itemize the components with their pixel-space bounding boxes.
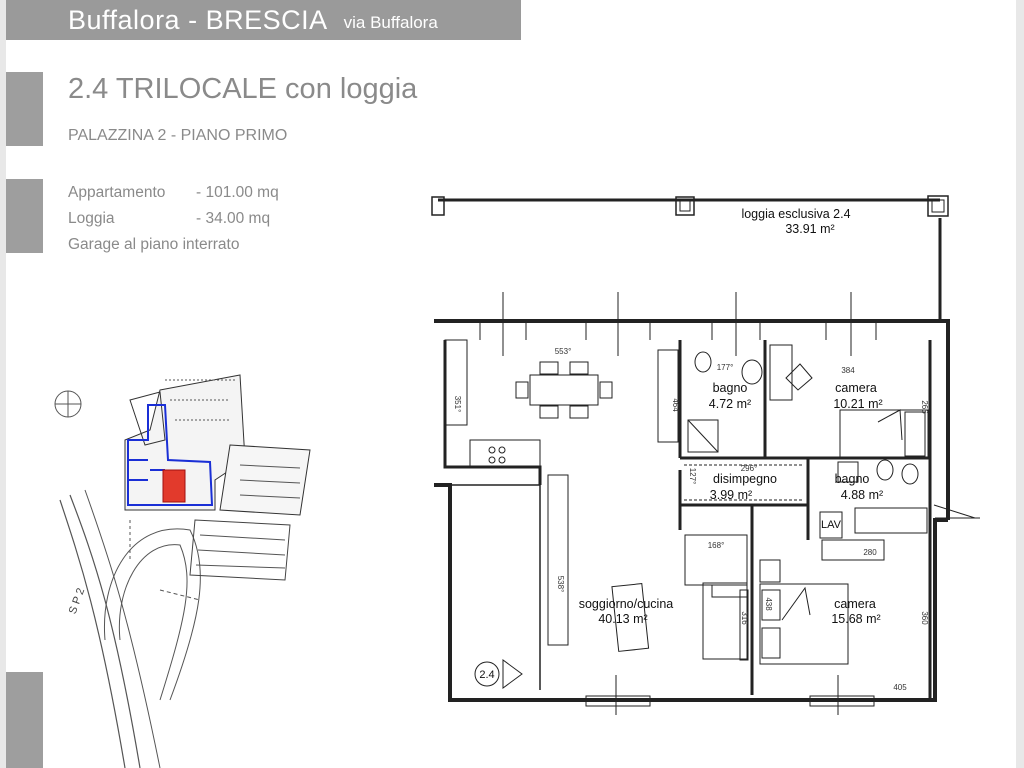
dim-label: 266 [920,400,929,414]
loggia-name: loggia esclusiva 2.4 [741,207,850,221]
side-block-info [6,179,43,253]
dim-label: 405 [893,683,907,692]
dim-label: 384 [841,366,855,375]
svg-text:S P 2: S P 2 [67,587,87,616]
room-area-camera-2: 15.68 m² [831,612,880,626]
room-area-bagno-1: 4.72 m² [709,397,751,411]
room-name-bagno-2: bagno [835,472,870,486]
side-block-title [6,72,43,146]
spec-label: Appartamento [68,184,166,201]
spec-row-loggia: Loggia - 34.00 mq [68,210,270,228]
dim-label: 464 [671,398,680,412]
room-name-disimpegno: disimpegno [713,472,777,486]
left-border [0,0,6,768]
spec-value: - 34.00 mq [196,210,271,227]
loggia-area: 33.91 m² [785,222,834,236]
unit-title: 2.4 TRILOCALE con loggia [68,73,418,105]
dim-label: 316 [740,611,749,625]
building-floor: PALAZZINA 2 - PIANO PRIMO [68,127,288,144]
room-name-camera-2: camera [834,597,876,611]
room-area-soggiorno: 40.13 m² [598,612,647,626]
header-title: Buffalora - BRESCIA [68,4,328,35]
dim-label: 296° [741,464,758,473]
room-area-disimpegno: 3.99 m² [710,488,752,502]
lav-label: LAV [821,519,842,531]
dim-label: 351° [453,396,462,413]
spec-row-apartment: Appartamento - 101.00 mq [68,184,279,202]
spec-value: - 101.00 mq [196,184,279,201]
north-arrow-icon [54,390,82,418]
room-area-camera-1: 10.21 m² [833,397,882,411]
dim-label: 168° [708,541,725,550]
dim-label: 538° [556,576,565,593]
dim-label: 360 [920,611,929,625]
dim-label: 177° [717,363,734,372]
dim-label: 553° [555,347,572,356]
side-block-bottom [6,672,43,768]
dim-label: 438 [764,597,773,611]
header-subtitle: via Buffalora [343,13,438,32]
room-name-bagno-1: bagno [713,381,748,395]
dim-label: 280 [863,548,877,557]
highlighted-unit [162,469,186,503]
room-name-camera-1: camera [835,381,877,395]
room-name-soggiorno: soggiorno/cucina [579,597,674,611]
unit-marker-label: 2.4 [479,669,494,681]
room-area-bagno-2: 4.88 m² [841,488,883,502]
right-border [1016,0,1024,768]
garage-note: Garage al piano interrato [68,236,240,253]
spec-label: Loggia [68,210,115,227]
header-bar: Buffalora - BRESCIA via Buffalora [6,0,521,40]
dim-label: 127° [688,468,697,485]
